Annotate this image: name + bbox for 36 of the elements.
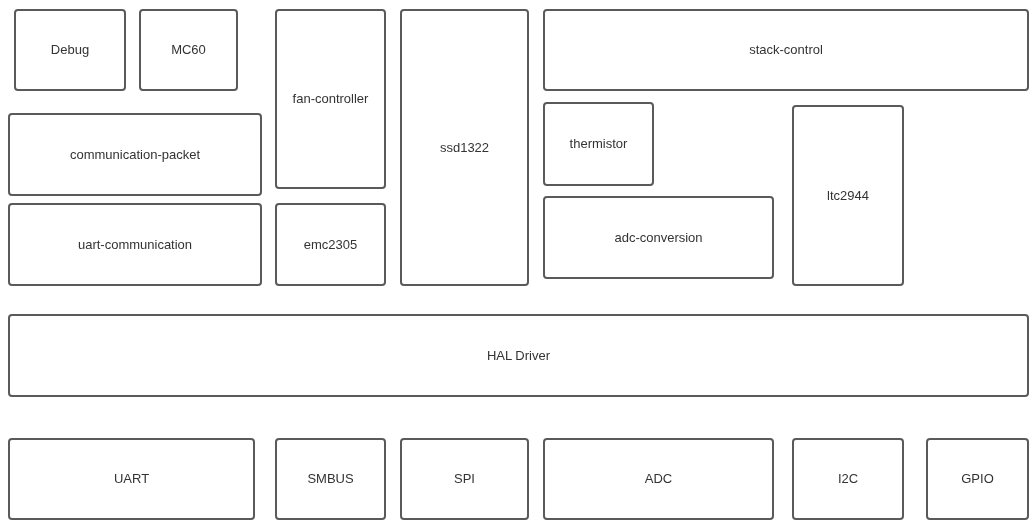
module-box <box>400 9 529 286</box>
module-label: fan-controller <box>292 90 369 109</box>
module-label: communication-packet <box>69 145 201 164</box>
module-box <box>275 203 386 286</box>
module-box <box>792 105 904 286</box>
module-box <box>139 9 238 91</box>
module-box <box>792 438 904 520</box>
module-label: Debug <box>50 41 90 60</box>
module-box <box>543 196 774 279</box>
module-label: SMBUS <box>307 470 354 489</box>
module-box <box>8 314 1029 397</box>
module-box <box>275 9 386 189</box>
module-label: GPIO <box>961 470 994 489</box>
module-box <box>400 438 529 520</box>
module-box <box>926 438 1029 520</box>
module-label: MC60 <box>171 41 206 60</box>
module-label: ltc2944 <box>827 186 869 205</box>
module-box <box>543 438 774 520</box>
module-box <box>8 438 255 520</box>
module-box <box>543 9 1029 91</box>
module-label: uart-communication <box>77 235 193 254</box>
module-label: UART <box>113 470 150 489</box>
module-label: I2C <box>837 470 859 489</box>
module-label: adc-conversion <box>614 228 703 247</box>
module-label: SPI <box>454 470 475 489</box>
module-box <box>8 113 262 196</box>
module-label: ADC <box>644 470 673 489</box>
module-label: stack-control <box>749 41 823 60</box>
module-label: thermistor <box>569 135 628 154</box>
module-box <box>543 102 654 186</box>
module-box <box>14 9 126 91</box>
module-label: emc2305 <box>303 235 358 254</box>
module-label: HAL Driver <box>486 346 551 365</box>
module-box <box>275 438 386 520</box>
module-label: ssd1322 <box>439 138 490 157</box>
module-box <box>8 203 262 286</box>
